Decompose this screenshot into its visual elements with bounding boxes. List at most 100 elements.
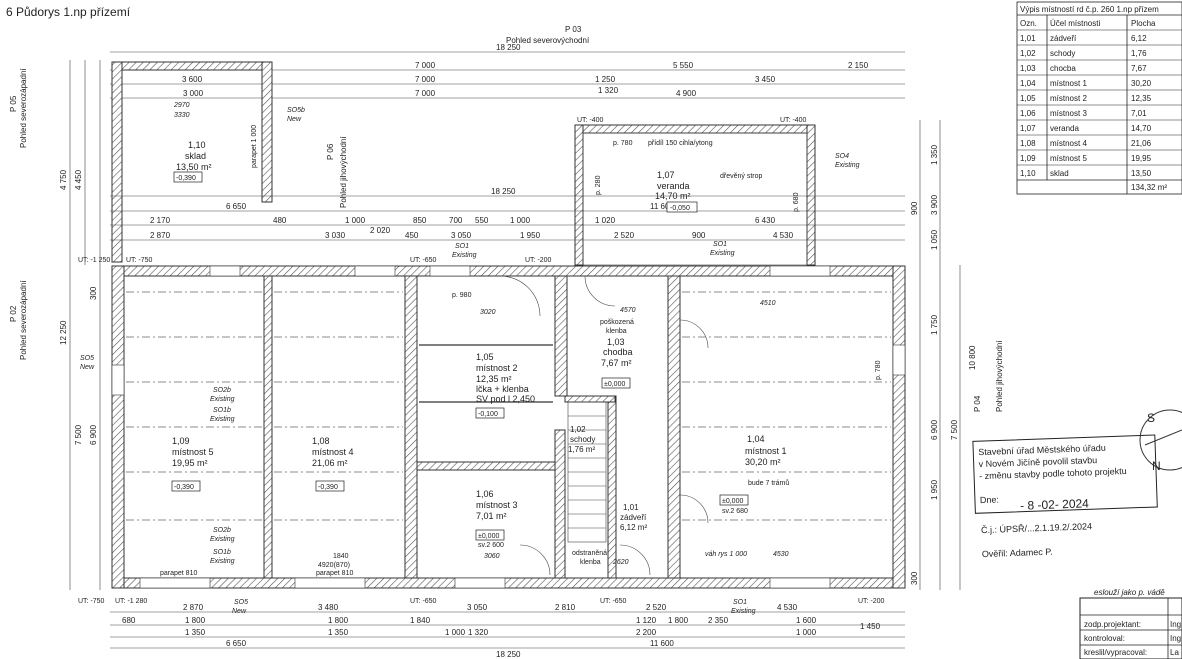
svg-text:kreslil/vypracoval:: kreslil/vypracoval: [1084, 648, 1147, 657]
svg-text:2 520: 2 520 [646, 603, 667, 612]
svg-text:1,76 m²: 1,76 m² [568, 445, 595, 454]
dims-top: 18 250 7 000 5 550 2 150 3 600 7 000 1 2… [182, 43, 869, 98]
room-table-cell: veranda [1050, 124, 1079, 133]
svg-text:1 450: 1 450 [860, 622, 881, 631]
svg-text:1,05: 1,05 [476, 352, 494, 362]
room-table-cell: 1,04 [1020, 79, 1036, 88]
room-mistnost-5: 1,09 místnost 5 19,95 m² -0,390 parapet … [160, 436, 214, 577]
svg-text:4 900: 4 900 [676, 89, 697, 98]
svg-text:3330: 3330 [174, 112, 190, 119]
svg-text:chodba: chodba [603, 347, 633, 357]
svg-text:1,03: 1,03 [607, 337, 625, 347]
room-table-cell: 1,10 [1020, 169, 1036, 178]
svg-text:2 020: 2 020 [370, 226, 391, 235]
p780-note: p. 780 [875, 360, 882, 380]
svg-text:1,08: 1,08 [312, 436, 330, 446]
svg-text:UT: -750: UT: -750 [126, 257, 153, 264]
svg-text:4570: 4570 [620, 307, 636, 314]
room-veranda: 1,07 veranda 14,70 m² -0,050 přídíl 150 … [648, 140, 763, 213]
svg-text:6 650: 6 650 [226, 639, 247, 648]
room-table-cell: místnost 4 [1050, 139, 1087, 148]
svg-text:SO1: SO1 [713, 241, 727, 248]
svg-text:6 900: 6 900 [89, 424, 98, 445]
svg-text:- 8 -02- 2024: - 8 -02- 2024 [1020, 496, 1089, 512]
svg-text:18 250: 18 250 [496, 43, 521, 52]
svg-text:Existing: Existing [452, 252, 477, 259]
room-table-cell: zádveří [1050, 34, 1077, 43]
svg-text:bude 7 trámů: bude 7 trámů [748, 479, 789, 487]
room-table-cell: 6,12 [1131, 34, 1147, 43]
svg-text:10 800: 10 800 [968, 345, 977, 370]
svg-text:odstraněná: odstraněná [572, 550, 607, 557]
svg-text:3 480: 3 480 [318, 603, 339, 612]
svg-text:3 030: 3 030 [325, 231, 346, 240]
svg-text:2 810: 2 810 [555, 603, 576, 612]
svg-text:2 520: 2 520 [614, 231, 635, 240]
svg-text:Ověřil: Adamec P.: Ověřil: Adamec P. [982, 547, 1053, 559]
svg-text:SO2b: SO2b [213, 387, 231, 394]
svg-text:místnost 2: místnost 2 [476, 363, 518, 373]
svg-text:SO5b: SO5b [287, 107, 305, 114]
svg-text:UT: -650: UT: -650 [410, 257, 437, 264]
svg-text:4 450: 4 450 [74, 169, 83, 190]
svg-text:21,06 m²: 21,06 m² [312, 458, 348, 468]
svg-text:±0,000: ±0,000 [478, 533, 499, 540]
room-table-cell: 1,05 [1020, 94, 1036, 103]
room-table-cell: 1,01 [1020, 34, 1036, 43]
approval-stamp: Stavební úřad Městského úřadu v Novém Ji… [972, 434, 1158, 559]
svg-text:6 650: 6 650 [226, 202, 247, 211]
svg-text:UT: -650: UT: -650 [410, 598, 437, 605]
svg-text:New: New [232, 608, 247, 615]
svg-text:kontroloval:: kontroloval: [1084, 634, 1125, 643]
view-inner-label: Pohled jihovýchodní [339, 136, 348, 208]
svg-text:3020: 3020 [480, 309, 496, 316]
svg-text:4510: 4510 [760, 300, 776, 307]
room-table-title: Výpis místností rd č.p. 260 1.np přízem [1020, 5, 1159, 14]
view-north-id: P 03 [565, 25, 582, 34]
svg-text:1 750: 1 750 [930, 314, 939, 335]
svg-text:1,01: 1,01 [623, 503, 639, 512]
svg-text:místnost 3: místnost 3 [476, 500, 518, 510]
parapet-note: parapet 1 000 [251, 125, 258, 168]
svg-text:12 250: 12 250 [59, 320, 68, 345]
svg-text:2 870: 2 870 [150, 231, 171, 240]
room-table-cell: 1,06 [1020, 109, 1036, 118]
svg-text:schody: schody [570, 435, 595, 444]
svg-text:5 550: 5 550 [673, 61, 694, 70]
svg-text:SO5: SO5 [80, 355, 94, 362]
svg-text:2 870: 2 870 [183, 603, 204, 612]
svg-text:4 750: 4 750 [59, 169, 68, 190]
svg-text:3 450: 3 450 [755, 75, 776, 84]
svg-text:Č.j.: ÚPSŘ/...2.1.19.2/.2024: Č.j.: ÚPSŘ/...2.1.19.2/.2024 [981, 521, 1092, 535]
svg-text:300: 300 [89, 286, 98, 300]
view-east: P 04 [973, 395, 982, 412]
svg-text:Dne:: Dne: [980, 494, 999, 505]
svg-text:Existing: Existing [710, 250, 735, 257]
svg-text:7 000: 7 000 [415, 61, 436, 70]
room-table-cell: místnost 2 [1050, 94, 1087, 103]
svg-text:1,07: 1,07 [657, 170, 675, 180]
svg-text:UT: -1 280: UT: -1 280 [115, 598, 147, 605]
svg-text:-0,050: -0,050 [670, 205, 690, 212]
svg-text:UT: -650: UT: -650 [600, 598, 627, 605]
svg-text:SO4: SO4 [835, 153, 849, 160]
svg-text:7 500: 7 500 [950, 419, 959, 440]
svg-text:900: 900 [910, 201, 919, 215]
beams [126, 291, 891, 521]
svg-text:900: 900 [692, 231, 706, 240]
view-west-bottom-label: Pohled severozápadní [19, 280, 28, 360]
svg-text:3 050: 3 050 [451, 231, 472, 240]
svg-text:UT: -200: UT: -200 [858, 598, 885, 605]
room-table-cell: 1,03 [1020, 64, 1036, 73]
staircase [567, 401, 607, 543]
svg-text:klenba: klenba [606, 328, 627, 335]
svg-text:1,09: 1,09 [172, 436, 190, 446]
svg-text:Existing: Existing [210, 416, 235, 423]
title-block: eslouží jako p. vádě zodp.projektant: ko… [1079, 588, 1182, 659]
svg-text:300: 300 [910, 571, 919, 585]
view-inner: P 06 [326, 143, 335, 160]
svg-text:SO1: SO1 [455, 243, 469, 250]
svg-text:1 840: 1 840 [410, 616, 431, 625]
svg-text:4 530: 4 530 [773, 231, 794, 240]
svg-text:zodp.projektant:: zodp.projektant: [1084, 620, 1141, 629]
